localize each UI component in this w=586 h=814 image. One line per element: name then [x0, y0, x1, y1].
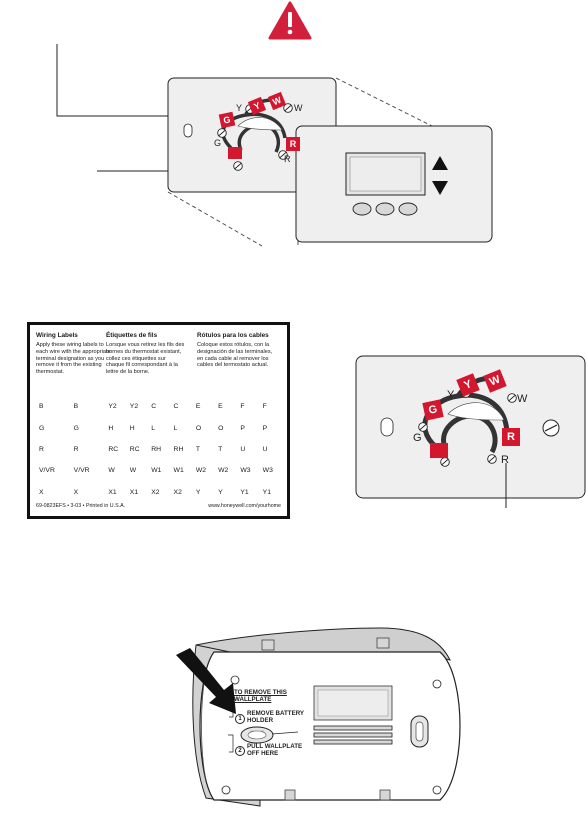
label-grid-cell: W1	[151, 467, 162, 475]
step-2-marker: 2	[235, 746, 245, 756]
label-grid-cell: F	[262, 403, 267, 411]
label-grid-cell: W1	[173, 467, 184, 475]
label-grid-cell: Y2	[108, 403, 117, 411]
label-grid-row: R R RC RC RH RH T T U U	[39, 439, 285, 460]
label-grid-cell: X	[73, 488, 79, 496]
up-arrow-icon	[432, 156, 448, 170]
card-header-fr: Étiquettes de fils	[106, 332, 158, 339]
label-grid-cell: Y	[218, 488, 223, 496]
label-grid-cell: V/VR	[73, 467, 90, 475]
label-grid-cell: R	[39, 445, 44, 453]
label-grid-cell: T	[218, 445, 223, 453]
label-grid-row: V/VR V/VR W W W1 W1 W2 W2 W3 W3	[39, 460, 285, 481]
label-grid-cell: RH	[173, 445, 184, 453]
label-grid-cell: Y1	[262, 488, 271, 496]
label-grid-cell: U	[240, 445, 246, 453]
label-grid-cell: O	[195, 424, 202, 432]
tag-g-top: G	[218, 111, 236, 129]
label-grid-cell: W	[129, 467, 137, 475]
terminal-g-mid: G	[413, 432, 422, 444]
step-2-text: PULL WALLPLATE OFF HERE	[247, 743, 303, 757]
down-arrow-icon	[432, 181, 448, 195]
card-footer-left: 69-0823EFS • 3-03 • Printed in U.S.A.	[36, 503, 126, 509]
label-grid-row: B B Y2 Y2 C C E E F F	[39, 396, 285, 417]
label-grid-row: X X X1 X1 X2 X2 Y Y Y1 Y1	[39, 482, 285, 503]
wiring-labels-card: Wiring Labels Étiquettes de fils Rótulos…	[27, 322, 290, 519]
label-grid-cell: G	[39, 424, 45, 432]
label-grid-cell: Y	[195, 488, 201, 496]
label-grid-cell: Y1	[240, 488, 249, 496]
label-grid-cell: T	[195, 445, 200, 453]
tag-blank-top	[228, 147, 242, 159]
label-grid-cell: RC	[108, 445, 119, 453]
middle-wallplate	[355, 355, 586, 508]
terminal-w-mid: W	[517, 393, 528, 405]
terminal-r-mid: R	[501, 454, 509, 466]
card-header-en: Wiring Labels	[36, 332, 78, 339]
label-grid-cell: Y2	[129, 403, 139, 411]
terminal-y-mid: Y	[447, 389, 455, 401]
label-grid-cell: P	[240, 424, 245, 432]
card-footer-right: www.honeywell.com/yourhome	[208, 503, 281, 509]
label-grid-cell: H	[129, 424, 135, 432]
card-header-es: Rótulos para los cables	[197, 332, 269, 339]
label-grid-cell: W	[108, 467, 115, 475]
label-grid-cell: B	[39, 403, 44, 411]
warning-icon	[268, 1, 312, 40]
label-grid-cell: F	[240, 403, 245, 411]
label-grid-cell: R	[73, 445, 79, 453]
label-grid-cell: E	[195, 403, 201, 411]
tag-r-mid: R	[502, 428, 520, 446]
label-grid-cell: C	[151, 403, 157, 411]
terminal-g-top: G	[214, 138, 222, 148]
tag-r-top: R	[286, 137, 300, 151]
label-grid-cell: U	[262, 445, 268, 453]
label-grid-cell: B	[73, 403, 79, 411]
label-grid-cell: V/VR	[39, 467, 55, 475]
label-grid-cell: H	[108, 424, 114, 432]
terminal-y-top: Y	[236, 103, 243, 113]
label-grid-cell: P	[262, 424, 268, 432]
terminal-w-top: W	[294, 103, 303, 113]
tag-blank-mid	[430, 443, 448, 458]
label-grid-cell: RH	[151, 445, 162, 453]
card-text-en: Apply these wiring labels to each wire w…	[36, 342, 111, 376]
label-grid-cell: O	[218, 424, 224, 432]
label-grid-cell: RC	[129, 445, 140, 453]
label-grid-cell: C	[173, 403, 179, 411]
wallplate-back-view	[192, 627, 461, 807]
label-grid-cell: L	[173, 424, 178, 432]
label-grid-cell: X2	[173, 488, 182, 496]
label-grid-cell: W2	[218, 467, 229, 475]
top-wallplate	[167, 77, 337, 193]
thermostat-front	[295, 125, 493, 243]
label-grid-cell: E	[218, 403, 223, 411]
label-grid-cell: X	[39, 488, 44, 496]
label-grid-cell: X2	[151, 488, 160, 496]
label-grid-cell: G	[73, 424, 79, 432]
step-1-text: REMOVE BATTERY HOLDER	[247, 710, 305, 724]
label-grid: B B Y2 Y2 C C E E F F G G H H L L O O P P R R RC RC RH RH T T U U V/VR…	[39, 396, 285, 503]
step-1-marker: 1	[235, 714, 245, 724]
tag-g-mid: G	[422, 399, 444, 421]
label-grid-cell: W2	[195, 467, 207, 475]
label-grid-cell: L	[151, 424, 156, 432]
label-grid-cell: X1	[129, 488, 139, 496]
terminal-r-top: R	[284, 154, 291, 164]
remove-wallplate-title: TO REMOVE THIS WALLPLATE	[234, 689, 287, 703]
pointer-arrow-icon	[176, 648, 236, 714]
card-text-es: Coloque estos rótulos, con la designació…	[197, 342, 273, 369]
card-text-fr: Lorsque vous retirez les fils des bornes…	[106, 342, 185, 376]
label-grid-cell: W3	[240, 467, 251, 475]
label-grid-cell: X1	[108, 488, 117, 496]
label-grid-cell: W3	[262, 467, 273, 475]
